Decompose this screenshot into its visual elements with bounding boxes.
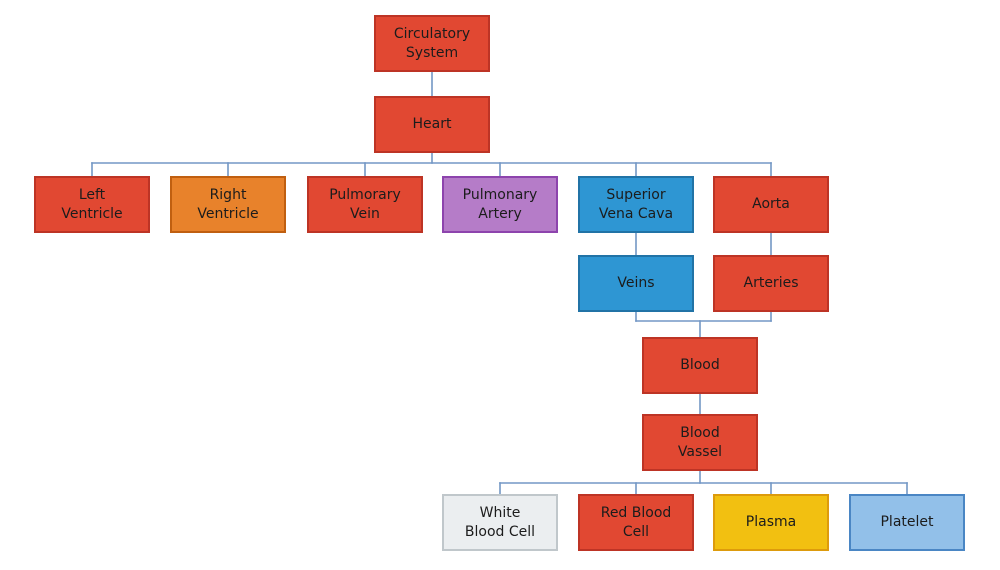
node-superior-vena-cava-label: Superior Vena Cava (598, 186, 674, 222)
node-platelet: Platelet (849, 494, 965, 551)
node-veins-label: Veins (617, 275, 655, 292)
node-circulatory-system-label: Circulatory System (393, 25, 471, 61)
node-circulatory-system: Circulatory System (374, 15, 490, 72)
node-heart-label: Heart (412, 116, 452, 133)
node-arteries-label: Arteries (743, 275, 799, 292)
node-red-blood-cell-label: Red Blood Cell (600, 504, 672, 540)
node-superior-vena-cava: Superior Vena Cava (578, 176, 694, 233)
node-arteries: Arteries (713, 255, 829, 312)
node-veins: Veins (578, 255, 694, 312)
node-pulmonary-artery-label: Pulmonary Artery (462, 186, 538, 222)
node-left-ventricle: Left Ventricle (34, 176, 150, 233)
node-platelet-label: Platelet (880, 514, 934, 531)
node-plasma: Plasma (713, 494, 829, 551)
node-right-ventricle: Right Ventricle (170, 176, 286, 233)
node-blood-vassel: Blood Vassel (642, 414, 758, 471)
node-pulmorary-vein-label: Pulmorary Vein (329, 186, 401, 222)
node-white-blood-cell-label: White Blood Cell (464, 504, 536, 540)
node-white-blood-cell: White Blood Cell (442, 494, 558, 551)
node-red-blood-cell: Red Blood Cell (578, 494, 694, 551)
node-pulmonary-artery: Pulmonary Artery (442, 176, 558, 233)
node-aorta: Aorta (713, 176, 829, 233)
node-blood-vassel-label: Blood Vassel (677, 424, 723, 460)
node-plasma-label: Plasma (745, 514, 797, 531)
node-heart: Heart (374, 96, 490, 153)
node-blood: Blood (642, 337, 758, 394)
node-right-ventricle-label: Right Ventricle (197, 186, 259, 222)
node-pulmorary-vein: Pulmorary Vein (307, 176, 423, 233)
node-blood-label: Blood (680, 357, 720, 374)
node-left-ventricle-label: Left Ventricle (61, 186, 123, 222)
node-aorta-label: Aorta (752, 196, 790, 213)
